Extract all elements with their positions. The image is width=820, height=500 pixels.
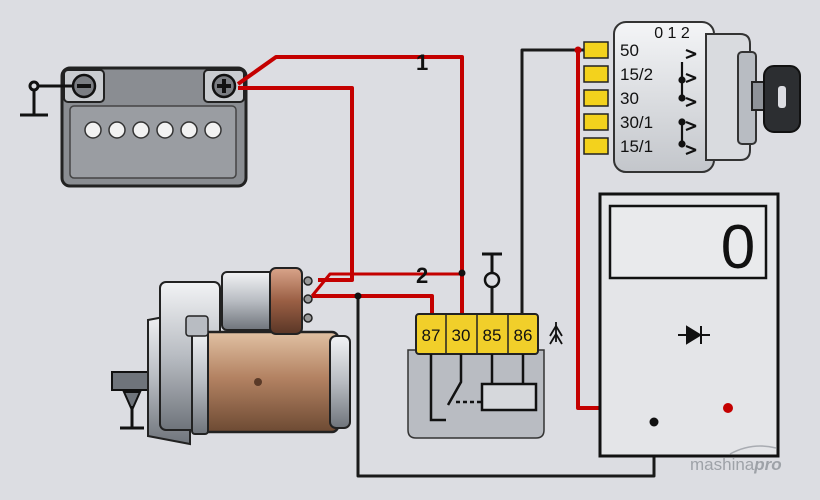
relay-ground-icon [482,252,502,289]
switch-contacts-icon [678,48,697,156]
multimeter-reading: 0 [721,213,755,282]
terminal-15-2: 15/2 [620,65,653,84]
relay-pin-85: 85 [483,326,502,345]
watermark-prefix: mashina [690,455,755,474]
svg-text:mashinapro: mashinapro [690,455,782,474]
battery [60,66,248,188]
battery-ground-icon [20,80,73,117]
terminal-15-1: 15/1 [620,137,653,156]
wire-label-1: 1 [416,50,428,75]
ignition-key-icon [751,65,801,133]
multimeter-red-probe-jack [723,403,733,413]
ignition-switch: 0 1 2 50 15/2 30 30/1 15/1 [583,21,801,173]
plus-icon [217,79,231,93]
relay: 87 30 85 86 [407,313,563,439]
multimeter: 0 [598,192,780,458]
relay-internal-schematic [429,354,538,422]
diode-icon [678,325,710,345]
relay-pin-86: 86 [514,326,533,345]
multimeter-black-probe-jack [649,417,659,427]
starter-ground-icon [120,406,144,430]
watermark-logo: mashinapro [690,445,782,474]
relay-coil-symbol-icon [549,322,563,345]
terminal-30-1: 30/1 [620,113,653,132]
relay-pin-30: 30 [452,326,471,345]
battery-cell-caps [84,121,222,139]
switch-positions: 0 1 2 [654,25,690,42]
switch-terminals [583,41,609,155]
wire-1 [236,55,464,315]
battery-main-cable [238,86,354,282]
multimeter-display [608,204,768,280]
terminal-50: 50 [620,41,639,60]
terminal-30: 30 [620,89,639,108]
watermark-suffix: pro [753,455,781,474]
relay-pin-87: 87 [422,326,441,345]
minus-icon [77,84,91,88]
starter-motor [111,267,351,446]
wire-label-2: 2 [416,263,428,288]
wire-86 [520,48,594,315]
wire-87 [312,294,434,315]
